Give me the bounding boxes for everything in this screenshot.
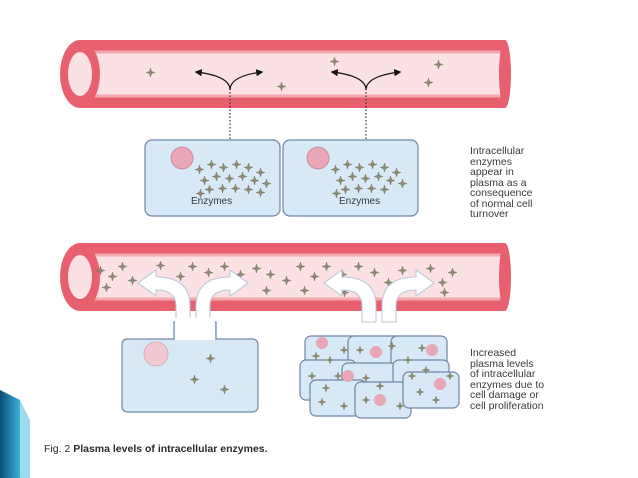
nucleus-icon — [434, 378, 446, 390]
arrow-icon — [323, 269, 377, 323]
nucleus-icon — [370, 346, 382, 358]
arrow-icon — [365, 69, 402, 91]
caption-prefix: Fig. 2 — [44, 443, 71, 455]
nucleus-icon — [306, 146, 330, 170]
nucleus-icon — [316, 337, 328, 349]
arrow-icon — [381, 269, 435, 323]
nucleus-icon — [170, 146, 194, 170]
arrow-icon — [229, 69, 264, 91]
bottom-description: Increased plasma levels of intracellular… — [470, 347, 545, 412]
arrow-icon — [137, 269, 191, 323]
proliferating-cells — [299, 335, 460, 419]
top-description: Intracellular enzymes appear in plasma a… — [470, 145, 533, 220]
top-cell-right — [282, 139, 419, 217]
top-arrows — [194, 69, 402, 91]
caption-title: Plasma levels of intracellular enzymes. — [73, 443, 268, 455]
nucleus-icon — [143, 341, 169, 367]
nucleus-icon — [374, 394, 386, 406]
slide-accent — [0, 390, 30, 478]
cell-label-right: Enzymes — [339, 196, 381, 207]
arrow-icon — [195, 269, 249, 323]
figure-caption: Fig. 2 Plasma levels of intracellular en… — [44, 443, 268, 455]
nucleus-icon — [426, 344, 438, 356]
bottom-blood-vessel — [60, 243, 511, 311]
top-blood-vessel — [60, 40, 511, 108]
bottom-arrows — [137, 269, 435, 323]
damaged-cell — [121, 318, 259, 413]
nucleus-icon — [342, 370, 354, 382]
cell-label-left: Enzymes — [191, 196, 233, 207]
top-cell-left — [144, 139, 281, 217]
